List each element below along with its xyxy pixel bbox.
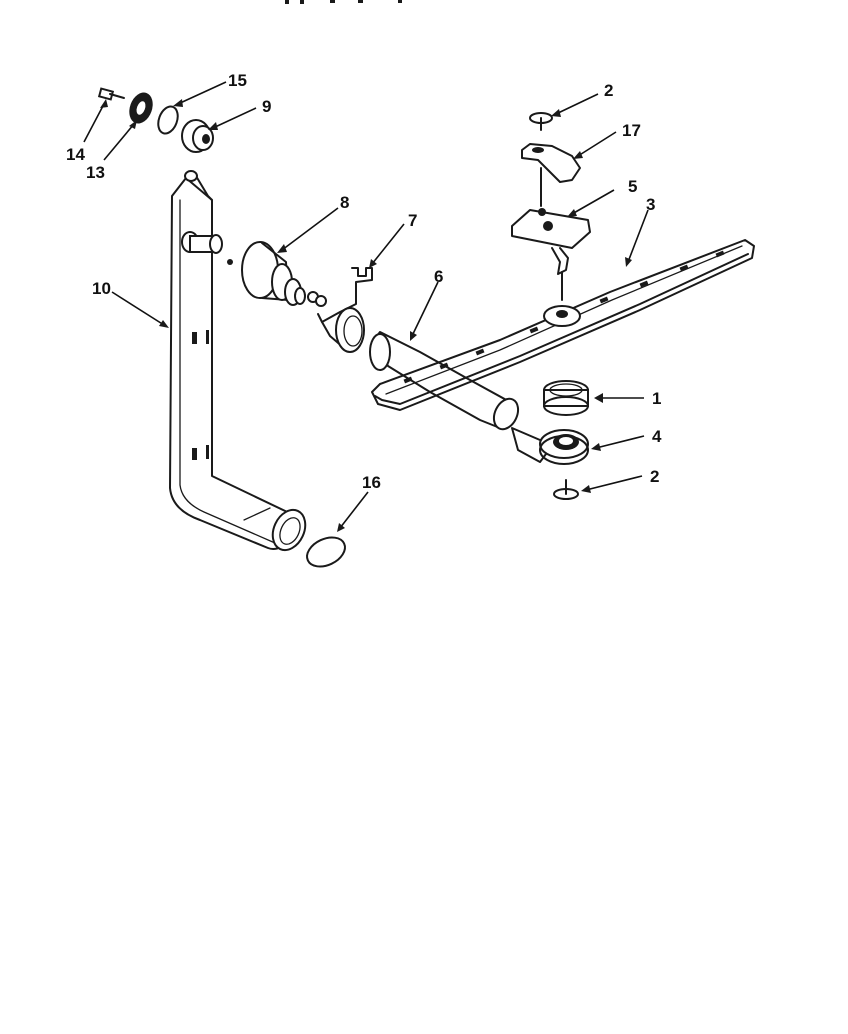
- callout-2-bottom: 2: [650, 467, 659, 486]
- leader-lines: [83, 81, 649, 532]
- part-nut-9: [181, 119, 214, 153]
- callout-6: 6: [434, 267, 443, 286]
- callout-labels: 14 13 15 9 10 8 7 6 16 2 17 5 3 1 4 2: [66, 71, 662, 492]
- part-bearing-ring-1: [543, 380, 589, 416]
- part-screw-2-top: [529, 112, 553, 131]
- part-o-ring-16: [306, 536, 346, 568]
- callout-17: 17: [622, 121, 641, 140]
- part-manifold-fitting-8: [241, 241, 306, 306]
- callout-5: 5: [628, 177, 637, 196]
- callout-14: 14: [66, 145, 85, 164]
- part-supply-tube-10: [169, 170, 307, 552]
- part-spray-arm-3: [371, 239, 755, 411]
- callout-8: 8: [340, 193, 349, 212]
- cropped-header-marks: [285, 0, 402, 4]
- callout-13: 13: [86, 163, 105, 182]
- part-manifold-tube-6: [335, 307, 553, 463]
- callout-10: 10: [92, 279, 111, 298]
- callout-4: 4: [652, 427, 662, 446]
- callout-3: 3: [646, 195, 655, 214]
- part-mount-5: [511, 208, 591, 301]
- part-small-connector: [307, 291, 327, 307]
- spray-holes: [403, 250, 725, 384]
- part-washer-13: [129, 92, 153, 124]
- callout-15: 15: [228, 71, 247, 90]
- part-o-ring-15: [157, 105, 179, 135]
- callout-16: 16: [362, 473, 381, 492]
- callout-7: 7: [408, 211, 417, 230]
- part-bracket-17: [521, 143, 581, 207]
- callout-9: 9: [262, 97, 271, 116]
- part-hub-4: [539, 429, 589, 465]
- callout-2-top: 2: [604, 81, 613, 100]
- part-screw-2-bottom: [553, 479, 579, 500]
- part-screw-14: [97, 87, 125, 101]
- callout-1: 1: [652, 389, 661, 408]
